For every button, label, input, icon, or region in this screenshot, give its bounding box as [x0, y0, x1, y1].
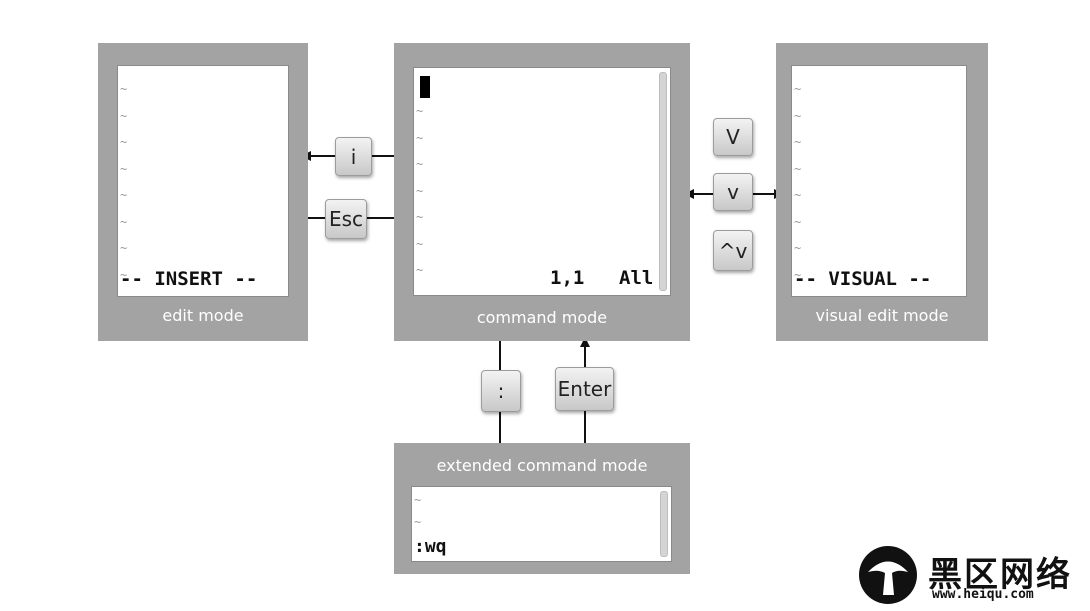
visual-status: -- VISUAL --: [794, 268, 932, 290]
command-mode-panel: ~ ~ ~ ~ ~ ~ ~ ~ 1,1 All command mode: [394, 43, 690, 341]
extended-mode-scrollbar[interactable]: [660, 491, 668, 557]
insert-key[interactable]: i: [335, 137, 372, 176]
text-cursor: [420, 76, 430, 98]
logo-name: 黑区网络: [928, 555, 1072, 595]
escape-key[interactable]: Esc: [325, 199, 367, 239]
mushroom-logo-icon: [859, 546, 917, 604]
logo-url: www.heiqu.com: [932, 587, 1034, 602]
visual-key[interactable]: v: [713, 173, 753, 211]
visual-block-key[interactable]: ^v: [713, 230, 753, 271]
extended-command-line: :wq: [414, 536, 447, 557]
insert-status: -- INSERT --: [120, 268, 258, 290]
colon-key[interactable]: :: [481, 370, 521, 412]
extended-mode-tildes: ~ ~: [414, 493, 422, 529]
command-mode-tildes: ~ ~ ~ ~ ~ ~ ~ ~: [416, 104, 424, 295]
scope-indicator: All: [619, 267, 654, 289]
visual-mode-panel: ~ ~ ~ ~ ~ ~ ~ ~ -- VISUAL -- visual edit…: [776, 43, 988, 341]
extended-mode-panel: extended command mode ~ ~ :wq: [394, 443, 690, 574]
visual-mode-screen: ~ ~ ~ ~ ~ ~ ~ ~ -- VISUAL --: [791, 65, 967, 297]
visual-mode-tildes: ~ ~ ~ ~ ~ ~ ~ ~: [794, 82, 802, 282]
command-mode-scrollbar[interactable]: [659, 72, 667, 291]
extended-mode-screen: ~ ~ :wq: [411, 486, 672, 562]
visual-mode-caption: visual edit mode: [815, 306, 949, 325]
enter-key[interactable]: Enter: [555, 367, 614, 411]
visual-line-key[interactable]: V: [713, 118, 753, 156]
extended-mode-caption: extended command mode: [436, 456, 648, 475]
command-mode-caption: command mode: [476, 308, 608, 327]
edit-mode-panel: ~ ~ ~ ~ ~ ~ ~ ~ -- INSERT -- edit mode: [98, 43, 308, 341]
edit-mode-screen: ~ ~ ~ ~ ~ ~ ~ ~ -- INSERT --: [117, 65, 289, 297]
edit-mode-caption: edit mode: [162, 306, 244, 325]
cursor-position: 1,1: [550, 267, 585, 289]
edit-mode-tildes: ~ ~ ~ ~ ~ ~ ~ ~: [120, 82, 128, 282]
command-mode-screen: ~ ~ ~ ~ ~ ~ ~ ~ 1,1 All: [413, 67, 671, 296]
